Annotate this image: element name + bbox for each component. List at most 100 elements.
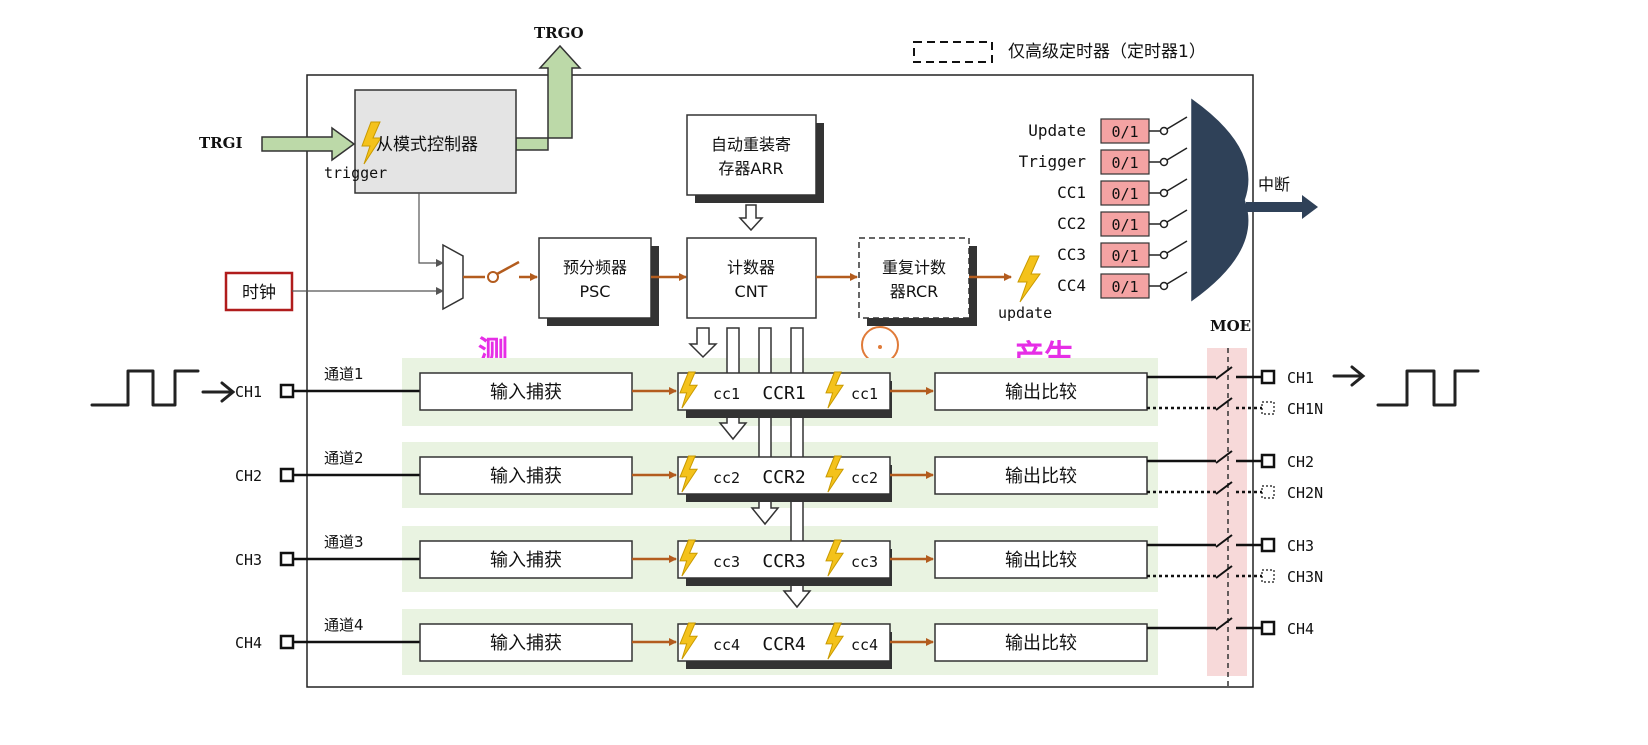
interrupt-flag-cc2: CC2 0/1 (1057, 209, 1188, 237)
update-lightning-icon (1017, 255, 1041, 303)
interrupt-flag-box (1100, 242, 1150, 268)
arr-label-2: 存器ARR (718, 159, 783, 178)
input-capture-label: 输入捕获 (490, 382, 562, 403)
capture-lightning-icon (679, 455, 699, 493)
interrupt-flag-label: Update (1028, 121, 1086, 140)
compare-lightning-icon (825, 371, 845, 409)
output-pin (1260, 620, 1276, 636)
slave-mode-controller (354, 89, 517, 194)
output-pin-label: CH3 (1287, 537, 1314, 555)
ccr-label: CCR1 (762, 383, 805, 404)
compare-lightning-icon (825, 455, 845, 493)
cc-compare-label: cc4 (851, 636, 878, 654)
channel-pin (279, 634, 295, 650)
output-compare-block (934, 456, 1148, 495)
flag-switch-pivot (1159, 126, 1169, 136)
input-waveform-arrow (201, 381, 236, 403)
output-compare-block (934, 623, 1148, 662)
or-gate (1191, 98, 1249, 302)
interrupt-flag-label: CC3 (1057, 245, 1086, 264)
ccr-label: CCR2 (762, 467, 805, 488)
compare-lightning-icon (825, 622, 845, 660)
channel-name: 通道1 (324, 365, 364, 383)
complementary-pin (1261, 485, 1275, 499)
interrupt-flag-box (1100, 118, 1150, 144)
flag-switch-pivot (1159, 157, 1169, 167)
output-pin (1260, 537, 1276, 553)
input-capture-block (419, 456, 633, 495)
flag-switch-pivot (1159, 219, 1169, 229)
psc-block (538, 237, 652, 319)
arr-block (686, 114, 817, 196)
interrupt-label: 中断 (1258, 175, 1290, 194)
enable-switch-pivot (487, 271, 499, 283)
flag-switch-pivot (1159, 188, 1169, 198)
cc-capture-label: cc3 (713, 553, 740, 571)
ccr-block (677, 372, 891, 411)
channel-pin (279, 467, 295, 483)
interrupt-flag-label: CC1 (1057, 183, 1086, 202)
slave-mode-label: 从模式控制器 (376, 135, 478, 155)
trigger-lightning-icon (361, 121, 382, 165)
capture-lightning-icon (679, 622, 699, 660)
ccr-block (677, 456, 891, 495)
channel-pin (279, 383, 295, 399)
legend-text: 仅高级定时器（定时器1） (1008, 42, 1206, 62)
complementary-pin-label: CH1N (1287, 400, 1323, 418)
input-capture-block (419, 623, 633, 662)
interrupt-flag-box (1100, 149, 1150, 175)
enable-switch-lever (496, 260, 520, 276)
legend: 仅高级定时器（定时器1） (913, 41, 1206, 63)
flag-switch-lever (1166, 209, 1188, 223)
interrupt-flag-value: 0/1 (1111, 278, 1138, 296)
channel-pin-label: CH3 (235, 551, 262, 569)
moe-switch-n (1215, 481, 1233, 495)
complementary-pin-label: CH2N (1287, 484, 1323, 502)
compare-lightning-icon (825, 539, 845, 577)
moe-label: MOE (1210, 317, 1251, 335)
channel-pin-label: CH4 (235, 634, 262, 652)
output-compare-label: 输出比较 (1005, 633, 1077, 654)
trgi-label: TRGI (199, 134, 242, 152)
output-compare-label: 输出比较 (1005, 382, 1077, 403)
cnt-label-1: 计数器 (727, 258, 775, 277)
cc-capture-label: cc4 (713, 636, 740, 654)
input-capture-label: 输入捕获 (490, 466, 562, 487)
trgo-arrow (515, 44, 582, 151)
interrupt-flag-label: CC2 (1057, 214, 1086, 233)
complementary-pin (1261, 401, 1275, 415)
cc-compare-label: cc3 (851, 553, 878, 571)
interrupt-flag-value: 0/1 (1111, 216, 1138, 234)
complementary-pin-label: CH3N (1287, 568, 1323, 586)
capture-lightning-icon (679, 539, 699, 577)
output-pin-label: CH4 (1287, 620, 1314, 638)
channel-name: 通道4 (324, 616, 364, 634)
ccr-block (677, 623, 891, 662)
channel-name: 通道2 (324, 449, 364, 467)
output-compare-block (934, 372, 1148, 411)
output-compare-block (934, 540, 1148, 579)
input-capture-block (419, 540, 633, 579)
output-pin (1260, 453, 1276, 469)
channel-pin-label: CH2 (235, 467, 262, 485)
trgi-arrow (261, 126, 356, 162)
flag-switch-pivot (1159, 250, 1169, 260)
trgo-label: TRGO (534, 24, 584, 42)
cnt-label-2: CNT (735, 282, 768, 301)
trigger-label: trigger (324, 164, 387, 182)
psc-label-2: PSC (580, 282, 611, 301)
output-pin-label: CH2 (1287, 453, 1314, 471)
moe-switch (1215, 450, 1233, 464)
channel-name: 通道3 (324, 533, 364, 551)
interrupt-flag-label: CC4 (1057, 276, 1086, 295)
rcr-label-1: 重复计数 (882, 258, 946, 277)
input-capture-label: 输入捕获 (490, 633, 562, 654)
interrupt-flag-value: 0/1 (1111, 123, 1138, 141)
interrupt-flag-value: 0/1 (1111, 247, 1138, 265)
input-waveform (90, 369, 200, 407)
